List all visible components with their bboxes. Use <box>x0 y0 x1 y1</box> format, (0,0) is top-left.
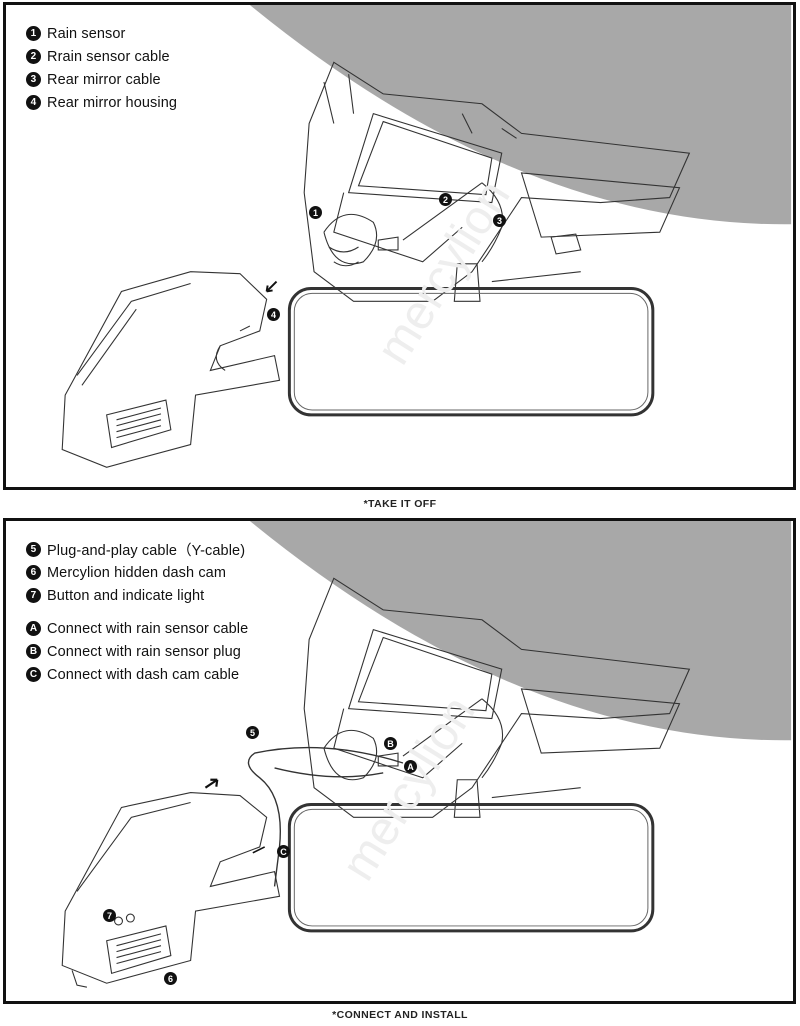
callout-hidden-dash-cam: 6 <box>164 972 177 985</box>
car-roof <box>249 5 792 225</box>
callout-y-cable: 5 <box>246 726 259 739</box>
legend-item: 2 Rrain sensor cable <box>26 45 177 68</box>
legend-letter: C <box>26 667 41 682</box>
callout-rear-mirror-housing: 4 <box>267 308 280 321</box>
legend-number: 4 <box>26 95 41 110</box>
legend-item: 1 Rain sensor <box>26 22 177 45</box>
legend-text: Rear mirror housing <box>47 94 178 111</box>
legend-item: C Connect with dash cam cable <box>26 663 248 686</box>
legend-letter: B <box>26 644 41 659</box>
legend-item: A Connect with rain sensor cable <box>26 617 248 640</box>
caption-connect-and-install: *CONNECT AND INSTALL <box>332 1009 468 1021</box>
legend-item: B Connect with rain sensor plug <box>26 640 248 663</box>
legend-item: 6 Mercylion hidden dash cam <box>26 561 248 584</box>
legend-number: 7 <box>26 588 41 603</box>
legend-letter: A <box>26 621 41 636</box>
legend-item: 4 Rear mirror housing <box>26 91 177 114</box>
dashcam-install-illustration <box>61 521 792 988</box>
legend-text: Rear mirror cable <box>47 71 161 88</box>
callout-button-indicator: 7 <box>103 909 116 922</box>
callout-rain-sensor: 1 <box>309 206 322 219</box>
legend-text: Rrain sensor cable <box>47 48 170 65</box>
legend-number: 6 <box>26 565 41 580</box>
mirror-removal-illustration <box>61 5 792 468</box>
y-cable <box>247 746 404 887</box>
legend-item: 5 Plug-and-play cable（Y-cable) <box>26 538 248 561</box>
rear-mirror <box>287 802 655 933</box>
legend-item: 7 Button and indicate light <box>26 584 248 607</box>
legend-text: Connect with dash cam cable <box>47 666 240 683</box>
callout-rear-mirror-cable: 3 <box>493 214 506 227</box>
rear-mirror-housing-shape <box>61 271 281 468</box>
legend-text: Mercylion hidden dash cam <box>47 564 227 581</box>
legend-spacer <box>26 607 248 617</box>
caption-take-it-off: *TAKE IT OFF <box>363 498 437 510</box>
callout-connect-b: B <box>384 737 397 750</box>
windshield-mount-bracket <box>303 61 691 302</box>
car-roof <box>249 521 792 741</box>
legend-number: 5 <box>26 542 41 557</box>
rear-mirror <box>287 286 655 417</box>
legend-text: Connect with rain sensor cable <box>47 620 249 637</box>
legend-number: 3 <box>26 72 41 87</box>
legend-text: Connect with rain sensor plug <box>47 643 241 660</box>
callout-rain-sensor-cable: 2 <box>439 193 452 206</box>
dash-cam-shape <box>61 792 281 988</box>
callout-connect-a: A <box>404 760 417 773</box>
legend-bottom: 5 Plug-and-play cable（Y-cable) 6 Mercylion… <box>26 538 248 686</box>
legend-number: 1 <box>26 26 41 41</box>
legend-number: 2 <box>26 49 41 64</box>
callout-connect-c: C <box>277 845 290 858</box>
legend-item: 3 Rear mirror cable <box>26 68 177 91</box>
legend-text: Button and indicate light <box>47 587 205 604</box>
legend-text: Plug-and-play cable（Y-cable) <box>47 543 246 559</box>
legend-text: Rain sensor <box>47 25 126 42</box>
